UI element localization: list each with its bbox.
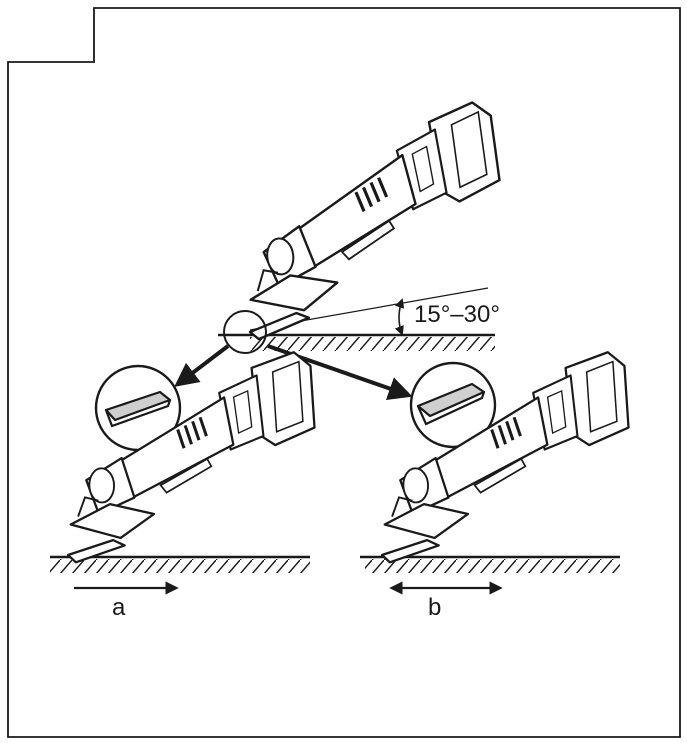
right-ground-hatch (365, 559, 620, 573)
page-frame (7, 7, 681, 738)
left-detail-icon (94, 364, 182, 452)
left-ground-hatch (50, 559, 310, 573)
right-grinder-group: b (360, 350, 635, 621)
motion-label-b: b (428, 594, 441, 621)
right-grinder-icon (373, 350, 635, 565)
top-ground-hatch (250, 337, 495, 351)
top-grinder-group: 15°–30° (218, 98, 515, 354)
contact-focus-circle (223, 310, 267, 354)
angle-label: 15°–30° (414, 301, 500, 328)
motion-label-a: a (112, 594, 126, 621)
left-grinder-icon (59, 350, 321, 565)
left-grinder-group: a (50, 350, 321, 621)
angle-arc (394, 298, 405, 336)
arrow-to-left-detail (174, 344, 230, 387)
right-detail-icon (409, 361, 497, 449)
